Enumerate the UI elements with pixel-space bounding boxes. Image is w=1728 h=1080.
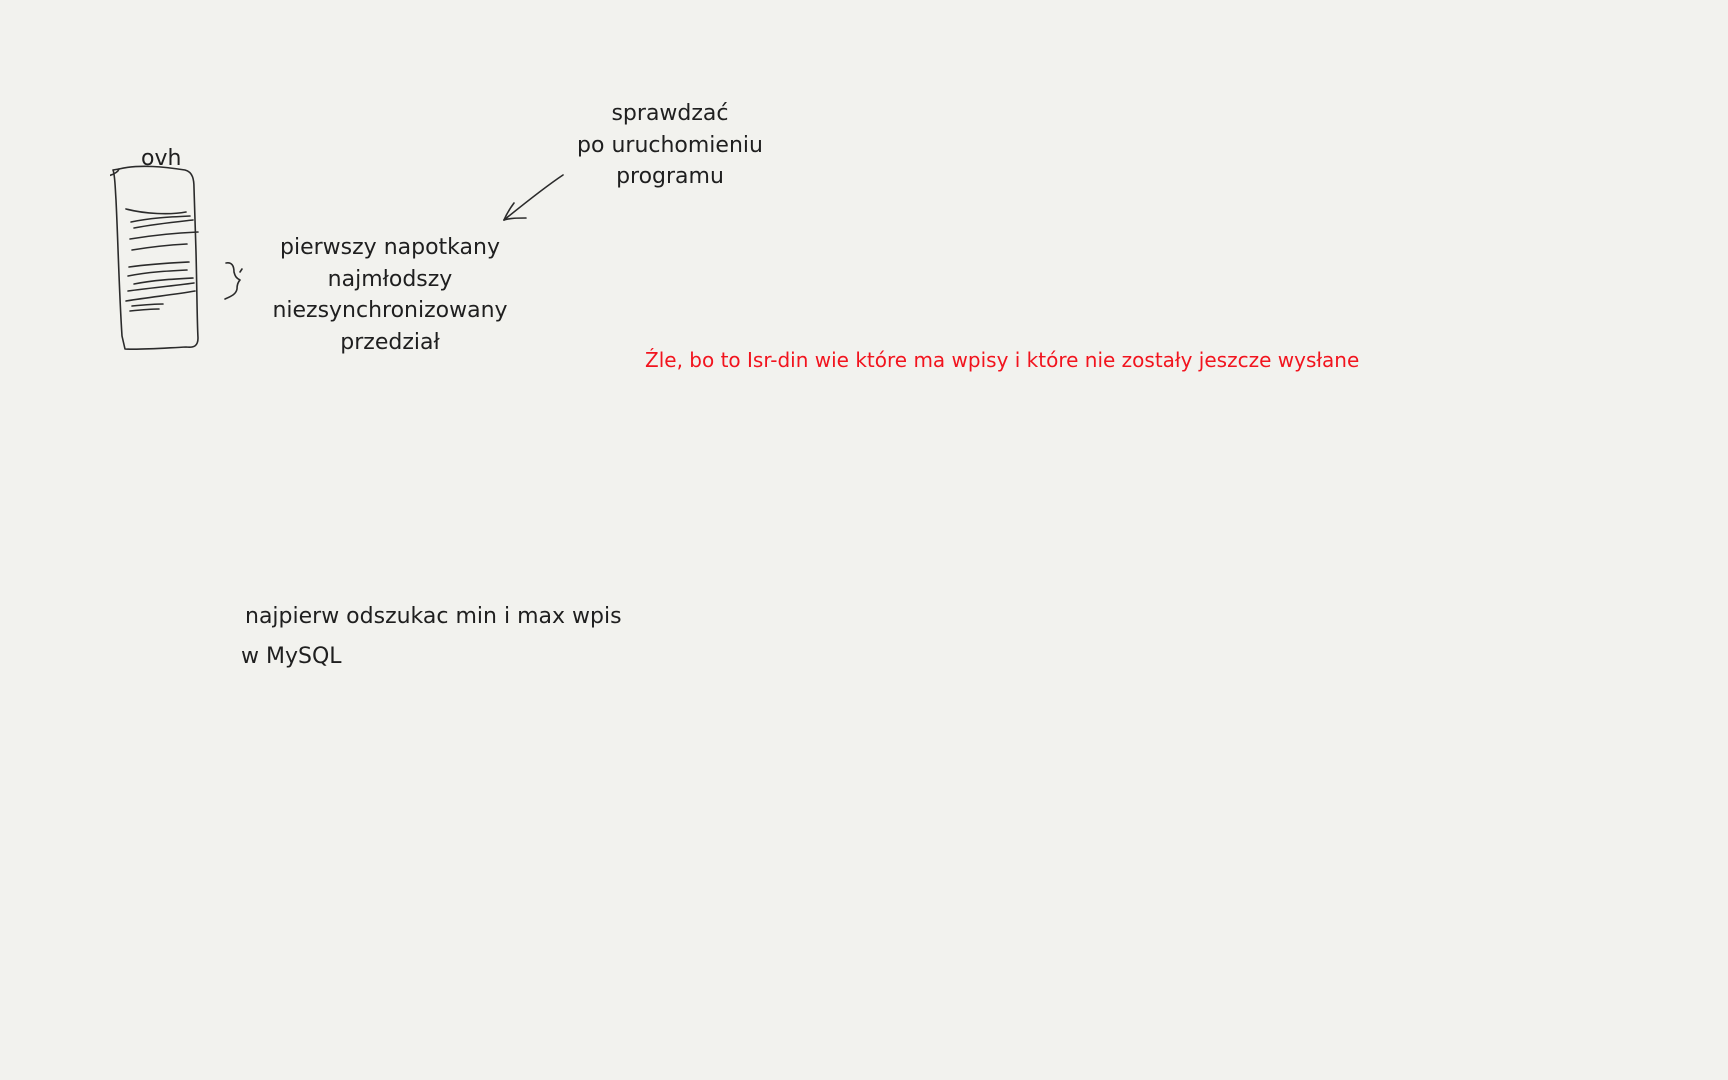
check-after-start-note: sprawdzać po uruchomieniu programu — [560, 98, 780, 193]
first-interval-line-1: pierwszy napotkany — [280, 235, 500, 260]
arrow-down-left-icon — [503, 174, 564, 221]
check-note-line-2: po uruchomieniu — [577, 132, 763, 158]
first-interval-note: pierwszy napotkany najmłodszy niezsynchr… — [260, 232, 520, 358]
check-note-line-1: sprawdzać — [611, 101, 729, 126]
server-rack-icon — [110, 165, 199, 351]
brace-icon — [224, 262, 243, 300]
correction-note: Źle, bo to Isr-din wie które ma wpisy i … — [645, 348, 1360, 372]
mysql-note-line-1: najpierw odszukac min i max wpis — [245, 604, 622, 629]
first-interval-line-2: najmłodszy — [327, 266, 453, 292]
first-interval-line-4: przedział — [340, 329, 440, 355]
mysql-note-line-2: w MySQL — [241, 644, 342, 669]
first-interval-line-3: niezsynchronizowany — [272, 298, 508, 323]
check-note-line-3: programu — [616, 164, 724, 189]
ovh-label: ovh — [141, 146, 182, 171]
